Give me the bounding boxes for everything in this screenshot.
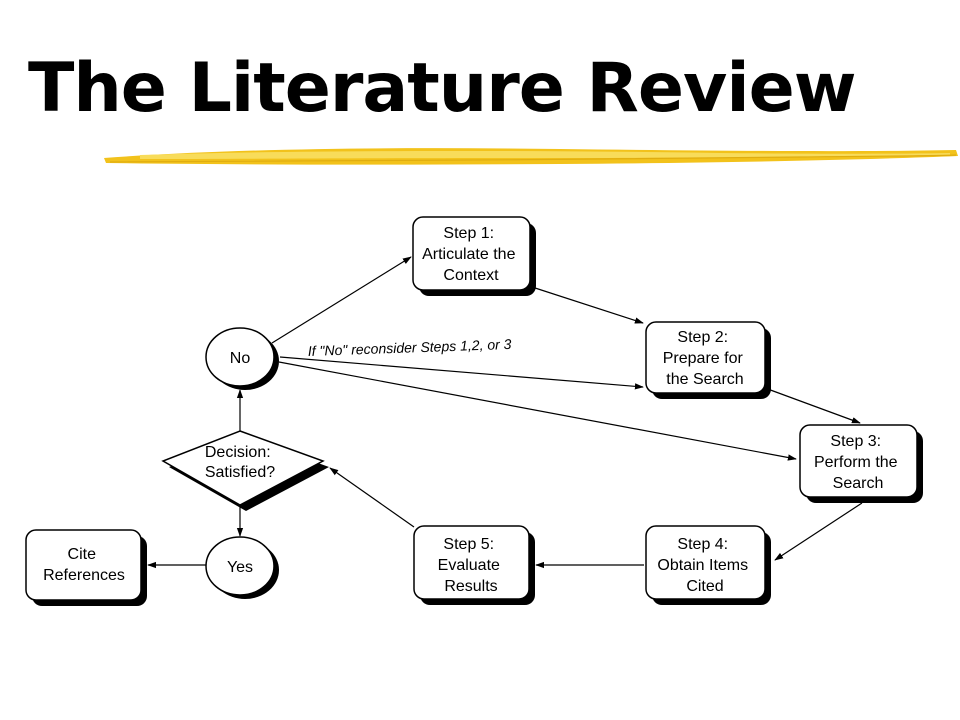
step-1-line-2: Articulate the: [422, 246, 515, 263]
highlight-stroke-edge: [109, 154, 957, 163]
svg-text:Step 2: Prepare for: Step 2: Prepare for the Search: [663, 329, 748, 388]
step-4-line-1: Step 4:: [677, 536, 728, 553]
step-4-line-2: Obtain Items: [657, 557, 748, 574]
flowchart-edges: [147, 256, 863, 569]
slide-title: The Literature Review: [28, 49, 857, 128]
edge-no-to-step2: [279, 356, 644, 390]
edge-no-to-step1: [271, 256, 412, 344]
decision-node: Decision: Satisfied?: [161, 430, 329, 511]
edge-step2-to-step3: [764, 387, 861, 424]
step-5-line-2: Evaluate: [438, 557, 500, 574]
edge-step3-to-step4: [774, 502, 863, 561]
step-2-line-1: Step 2:: [677, 329, 728, 346]
step-1-line-3: Context: [443, 267, 499, 284]
cite-line-1: Cite: [68, 546, 97, 563]
step-5-node: Step 5: Evaluate Results: [413, 525, 535, 605]
cite-line-2: References: [43, 567, 125, 584]
reconsider-edge-label: If "No" reconsider Steps 1,2, or 3: [308, 336, 512, 359]
svg-text:Step 1: Articulate the: Step 1: Articulate the Context: [422, 225, 520, 284]
step-5-line-1: Step 5:: [443, 536, 494, 553]
step-2-node: Step 2: Prepare for the Search: [645, 321, 771, 399]
step-5-line-3: Results: [444, 578, 497, 595]
step-2-line-3: the Search: [666, 371, 743, 388]
svg-text:Step 3: Perform the: Step 3: Perform the Search: [814, 433, 902, 492]
step-2-line-2: Prepare for: [663, 350, 744, 367]
yes-node: Yes: [205, 536, 279, 599]
edge-no-to-step3: [278, 361, 797, 461]
edge-step5-to-decision: [329, 467, 415, 528]
svg-text:Decision: Satisfied?: Decision: Satisfied?: [205, 444, 275, 481]
yes-label: Yes: [227, 559, 253, 576]
decision-line-2: Satisfied?: [205, 464, 275, 481]
svg-text:Step 4: Obtain Items: Step 4: Obtain Items Cited: [657, 536, 752, 595]
decision-line-1: Decision:: [205, 444, 271, 461]
step-1-line-1: Step 1:: [443, 225, 494, 242]
edge-step1-to-step2: [531, 286, 644, 324]
step-3-line-2: Perform the: [814, 454, 898, 471]
svg-text:Cite References: Cite References: [43, 546, 125, 584]
step-3-line-3: Search: [833, 475, 884, 492]
step-3-line-1: Step 3:: [830, 433, 881, 450]
no-node: No: [205, 327, 279, 390]
svg-text:Step 5: Evaluate: Step 5: Evaluate Results: [438, 536, 505, 595]
cite-references-node: Cite References: [25, 529, 147, 606]
step-3-node: Step 3: Perform the Search: [799, 424, 923, 503]
step-4-line-3: Cited: [686, 578, 723, 595]
step-1-node: Step 1: Articulate the Context: [412, 216, 536, 296]
title-highlight-stroke: [104, 148, 958, 165]
no-label: No: [230, 350, 251, 367]
step-4-node: Step 4: Obtain Items Cited: [645, 525, 771, 605]
